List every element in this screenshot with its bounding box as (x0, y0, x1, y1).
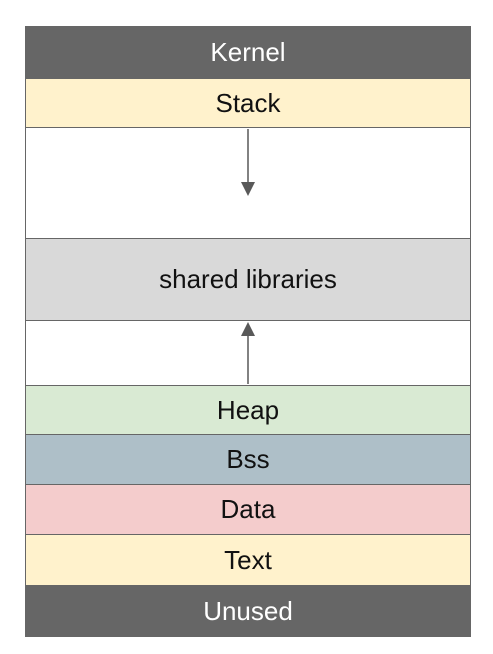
memory-layout-diagram: Kernel Stack shared libraries Heap Bss D… (25, 26, 471, 637)
kernel-label: Kernel (210, 36, 286, 67)
heap-segment: Heap (25, 385, 471, 435)
bss-label: Bss (226, 444, 270, 474)
text-segment: Text (25, 535, 471, 585)
bss-segment: Bss (25, 435, 471, 485)
unused-segment: Unused (25, 585, 471, 637)
heap-label: Heap (216, 394, 280, 425)
stack-growth-space (25, 128, 471, 239)
shared-libraries-label: shared libraries (159, 264, 337, 294)
kernel-segment: Kernel (25, 26, 471, 78)
data-label: Data (220, 494, 276, 524)
data-segment: Data (25, 485, 471, 535)
stack-segment: Stack (25, 78, 471, 128)
shared-libraries-segment: shared libraries (25, 239, 471, 321)
text-label: Text (224, 544, 272, 575)
heap-growth-space (25, 321, 471, 385)
stack-label: Stack (215, 87, 281, 118)
unused-label: Unused (203, 595, 293, 626)
